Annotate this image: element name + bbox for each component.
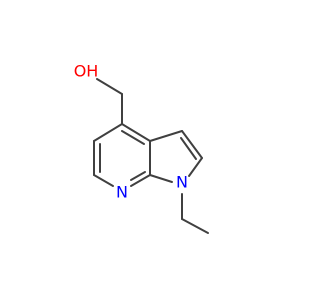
pyridine-nitrogen-label: N — [116, 183, 128, 202]
bond-o-ch2 — [96, 78, 123, 95]
bond-c2-n1 — [188, 157, 203, 177]
pyrrole-nitrogen-label: N — [176, 173, 188, 192]
bond-c3-c2 — [181, 130, 203, 159]
bond-n7-c7a — [130, 174, 151, 187]
bond-c3a-c4 — [121, 123, 151, 142]
bond-n1-c7a — [149, 174, 173, 183]
hydroxyl-label: OH — [74, 62, 99, 81]
bond-c4-c5 — [93, 123, 123, 142]
bond-n7-c7a-inner — [130, 171, 146, 181]
structure-canvas: OH N N — [74, 62, 209, 234]
bond-ch2-ch3 — [181, 218, 209, 234]
molecule-diagram: OH N N — [74, 62, 209, 234]
bond-c3a-c3 — [149, 130, 183, 142]
bond-c6-n7 — [93, 174, 114, 187]
bond-c3a-c4-inner — [121, 130, 145, 145]
bond-c3-c2-inner — [180, 137, 197, 160]
